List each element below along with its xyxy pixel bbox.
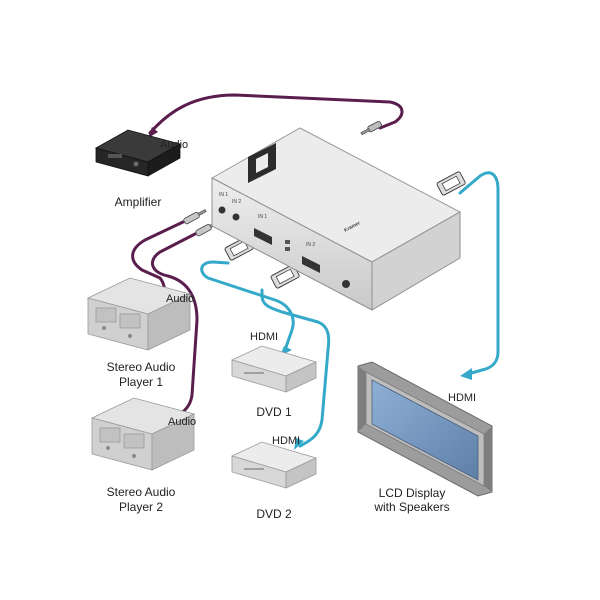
selector-button-1 <box>285 240 290 244</box>
arrow-dvd2 <box>294 438 304 450</box>
cable-amplifier-audio <box>148 93 404 135</box>
label-player1-audio: Audio <box>166 293 194 305</box>
hdmi-in2-label: IN 2 <box>306 242 315 248</box>
hdmi-in1-label: IN 1 <box>258 214 267 220</box>
label-display-hdmi: HDMI <box>448 392 476 404</box>
selector-button-2 <box>285 247 290 251</box>
arrow-amplifier <box>148 127 158 138</box>
label-dvd1-hdmi: HDMI <box>250 331 278 343</box>
dvd1-device <box>230 345 318 393</box>
caption-player1-line2: Player 1 <box>119 375 163 389</box>
hdmi-plug-out <box>436 171 466 196</box>
audio-plug-in1 <box>183 209 207 225</box>
audio-plug-top <box>360 120 382 136</box>
cable-dvd1-hdmi <box>200 260 295 352</box>
hdmi-in1-port <box>254 228 272 245</box>
player1-device <box>86 277 192 351</box>
caption-dvd2: DVD 2 <box>256 507 292 521</box>
caption-player2-line2: Player 2 <box>119 500 163 514</box>
caption-player2-line1: Stereo Audio <box>107 485 176 499</box>
cable-display-hdmi <box>458 171 500 376</box>
player2-device <box>90 397 196 471</box>
kramer-logo-icon <box>248 143 276 183</box>
cable-labels: Audio Audio Audio HDMI HDMI HDMI <box>160 139 476 447</box>
label-amplifier-audio: Audio <box>160 139 188 151</box>
cable-dvd2-hdmi <box>260 288 331 448</box>
caption-amplifier: Amplifier <box>115 195 162 209</box>
caption-player1-line1: Stereo Audio <box>107 360 176 374</box>
hdmi-in2-port <box>302 256 320 273</box>
label-player2-audio: Audio <box>168 416 196 428</box>
caption-display-line2: with Speakers <box>373 500 449 514</box>
audio-in2-label: IN 2 <box>232 199 241 205</box>
amplifier-device <box>94 129 182 177</box>
cable-connectors <box>148 120 472 450</box>
audio-in1-jack <box>218 206 226 214</box>
lcd-display-device <box>357 361 493 497</box>
switcher-device: Kramer IN 1 IN 2 IN 1 IN 2 <box>210 127 462 311</box>
audio-in1-label: IN 1 <box>219 192 228 198</box>
switcher-right <box>371 211 461 311</box>
dvd2-device <box>230 441 318 489</box>
display-screen <box>371 379 479 481</box>
arrow-display <box>460 368 472 380</box>
hdmi-cables <box>200 171 500 448</box>
audio-in2-jack <box>232 213 240 221</box>
caption-dvd1: DVD 1 <box>256 405 292 419</box>
device-captions: Amplifier Stereo Audio Player 1 Stereo A… <box>107 195 450 521</box>
label-dvd2-hdmi: HDMI <box>272 435 300 447</box>
power-jack <box>342 280 350 288</box>
caption-display-line1: LCD Display <box>379 486 446 500</box>
